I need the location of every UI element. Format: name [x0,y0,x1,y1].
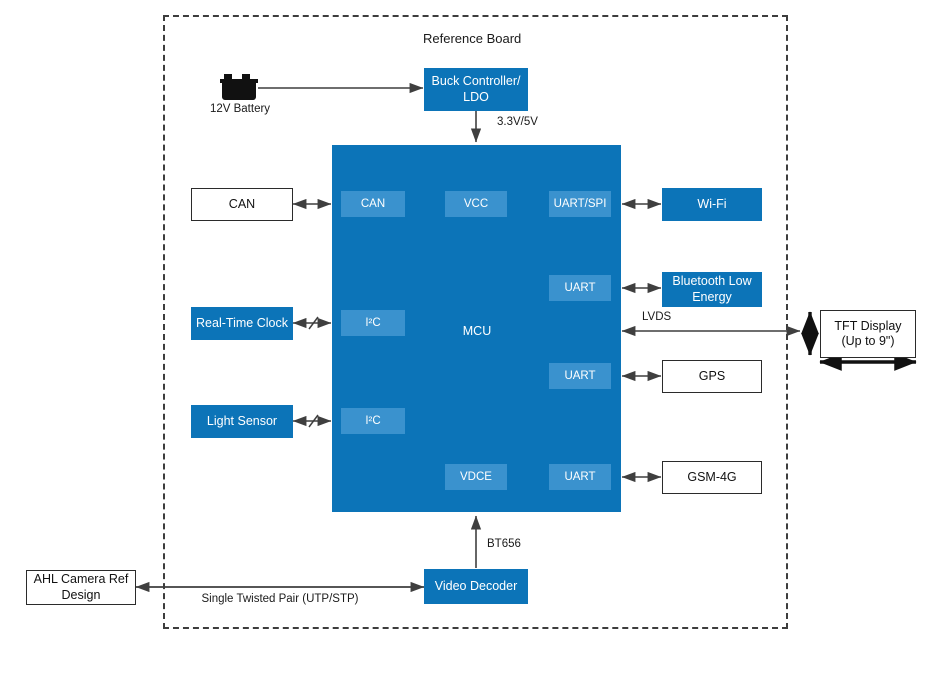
peripheral-wifi: Wi-Fi [662,188,762,221]
peripheral-gps-label: GPS [698,368,726,383]
peripheral-gsm-4g: GSM-4G [662,461,762,494]
peripheral-can: CAN [191,188,293,221]
ahl-camera-ref-design-block: AHL Camera Ref Design [26,570,136,605]
mcu-port-uart-gsm-label: UART [564,470,596,483]
peripheral-gps: GPS [662,360,762,393]
peripheral-real-time-clock: Real-Time Clock [191,307,293,340]
mcu-port-uart-gps: UART [549,363,611,389]
peripheral-bluetooth-low-energy: Bluetooth Low Energy [662,272,762,307]
tft-display-label-line1: TFT Display [834,318,902,333]
mcu-port-vdce: VDCE [445,464,507,490]
mcu-port-i2c-rtc-label: I²C [365,316,381,329]
reference-board-boundary [163,15,788,629]
video-decoder-label: Video Decoder [434,578,518,593]
peripheral-ble-label-line1: Bluetooth Low [672,274,752,289]
peripheral-light-sensor-label: Light Sensor [206,413,278,428]
ahl-camera-label-line2: Design [61,587,101,602]
mcu-port-can: CAN [341,191,405,217]
peripheral-light-sensor: Light Sensor [191,405,293,438]
mcu-label: MCU [462,324,492,338]
peripheral-gsm-4g-label: GSM-4G [687,469,737,484]
mcu-port-can-label: CAN [360,197,386,210]
peripheral-ble-label-line2: Energy [692,289,732,304]
video-decoder-block: Video Decoder [424,569,528,604]
mcu-port-uart-gsm: UART [549,464,611,490]
mcu-port-uart-ble-label: UART [564,281,596,294]
peripheral-can-label: CAN [228,196,256,211]
buck-controller-label-line2: LDO [463,89,489,104]
tft-display-block: TFT Display (Up to 9") [820,310,916,358]
mcu-port-vcc: VCC [445,191,507,217]
twisted-pair-link-label: Single Twisted Pair (UTP/STP) [201,593,359,605]
mcu-port-uart-spi-label: UART/SPI [553,197,607,210]
battery-icon [220,74,260,100]
ahl-camera-label-line1: AHL Camera Ref [33,572,129,587]
mcu-port-vdce-label: VDCE [460,470,492,483]
tft-display-label-line2: (Up to 9") [841,334,895,348]
bt656-label: BT656 [487,538,521,550]
mcu-port-vcc-label: VCC [463,197,489,210]
buck-controller-ldo-block: Buck Controller/ LDO [424,68,528,111]
buck-controller-label-line1: Buck Controller/ [431,74,521,89]
mcu-port-i2c-light-label: I²C [365,414,381,427]
lvds-label: LVDS [642,311,672,323]
mcu-port-uart-gps-label: UART [564,369,596,382]
mcu-port-uart-ble: UART [549,275,611,301]
mcu-port-i2c-light: I²C [341,408,405,434]
battery-label: 12V Battery [209,103,271,115]
mcu-port-uart-spi: UART/SPI [549,191,611,217]
reference-board-title: Reference Board [423,31,522,46]
peripheral-real-time-clock-label: Real-Time Clock [196,315,288,330]
power-rail-label: 3.3V/5V [497,116,538,128]
peripheral-wifi-label: Wi-Fi [697,196,727,211]
mcu-port-i2c-rtc: I²C [341,310,405,336]
